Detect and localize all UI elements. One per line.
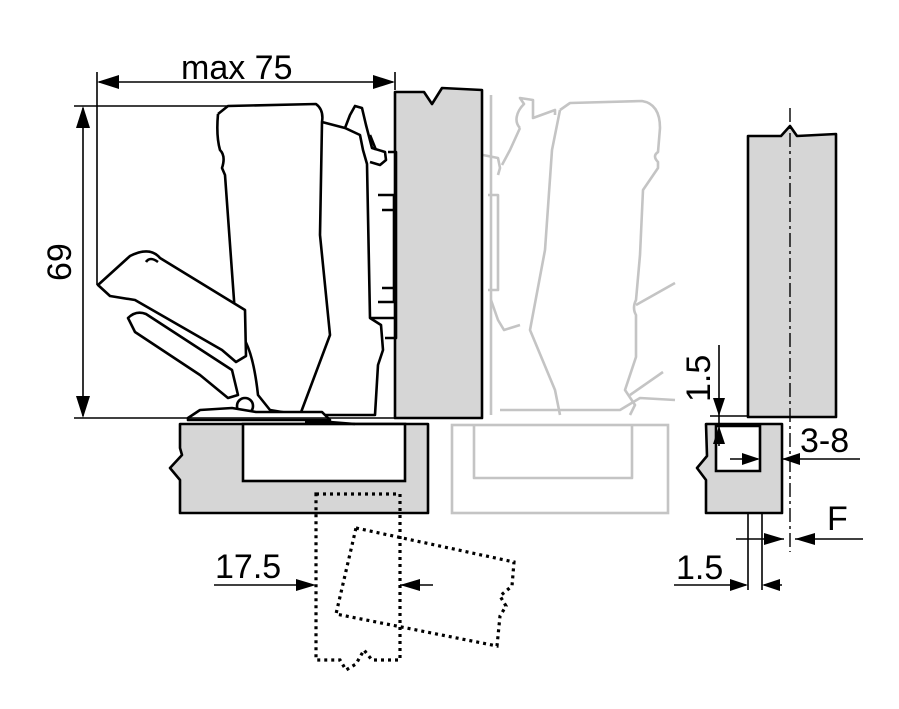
dimension-gap-vertical: 1.5 [680, 345, 748, 446]
section-door-panel [746, 124, 838, 419]
gap-horizontal-label: 1.5 [676, 549, 723, 587]
overlay-range-label: 3-8 [800, 422, 849, 460]
section-recess [714, 424, 762, 473]
clearance-label: F [827, 500, 848, 538]
hinge-body [96, 102, 398, 426]
max-width-label: max 75 [181, 49, 293, 87]
dimension-gap-horizontal: 1.5 [674, 549, 782, 591]
door-panel [393, 86, 484, 420]
dotted-cup-outline [314, 492, 516, 673]
dimension-offset: 17.5 [214, 548, 433, 591]
dimension-max-width: max 75 [96, 49, 396, 285]
height-label: 69 [41, 243, 79, 281]
dimension-clearance: F [736, 500, 863, 590]
ghost-hinge [482, 95, 676, 416]
gap-vertical-label: 1.5 [680, 355, 718, 402]
ghost-base-panel [450, 423, 670, 515]
dimension-overlay-range: 3-8 [730, 422, 860, 465]
dimension-height: 69 [41, 105, 395, 419]
hinge-cup-recess [241, 422, 407, 483]
offset-label: 17.5 [215, 548, 281, 586]
